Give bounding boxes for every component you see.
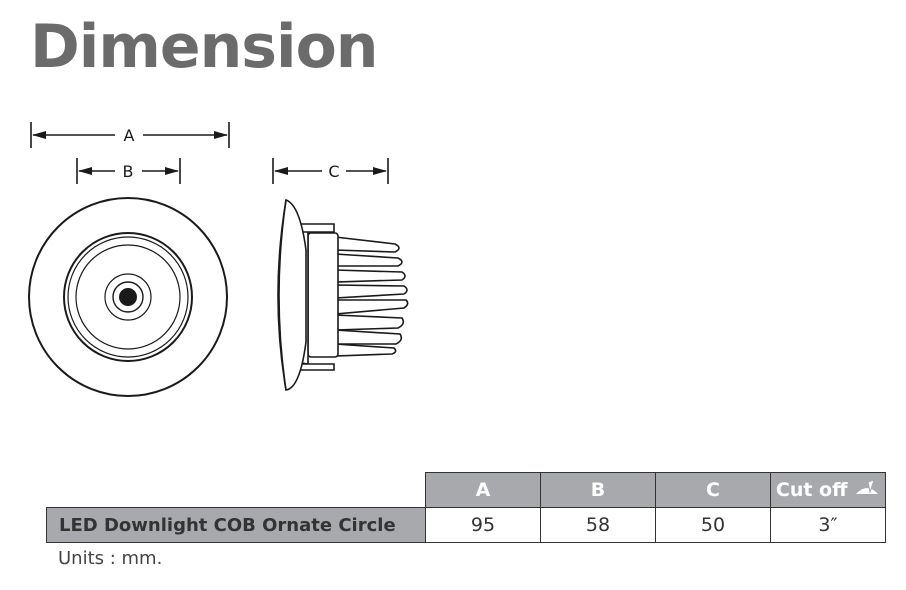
row-label: LED Downlight COB Ornate Circle <box>46 507 426 543</box>
header-cutoff: Cut off <box>770 472 886 508</box>
dimension-drawing: A B C <box>28 122 409 397</box>
label-a: A <box>124 126 135 145</box>
header-a: A <box>425 472 541 508</box>
table-header-row: A B C Cut off <box>47 472 886 508</box>
value-c: 50 <box>655 507 771 543</box>
value-b: 58 <box>540 507 656 543</box>
units-note: Units : mm. <box>58 548 163 569</box>
table-corner <box>47 473 426 508</box>
table-row: LED Downlight COB Ornate Circle 95 58 50… <box>46 507 886 543</box>
dimension-b: B <box>76 158 181 184</box>
dimension-a: A <box>30 122 230 148</box>
header-c: C <box>655 472 771 508</box>
front-view-drawing <box>28 197 228 397</box>
spec-table: A B C Cut off LED Downlight COB Ornate C… <box>46 472 886 543</box>
cutout-saw-icon <box>856 479 879 494</box>
label-b: B <box>123 162 134 181</box>
side-view-drawing <box>277 198 409 391</box>
label-c: C <box>328 162 339 181</box>
value-a: 95 <box>425 507 541 543</box>
header-b: B <box>540 472 656 508</box>
header-cutoff-label: Cut off <box>775 479 848 501</box>
value-cutoff: 3″ <box>770 507 886 543</box>
dimension-c: C <box>272 158 389 184</box>
page-title: Dimension <box>30 12 379 82</box>
